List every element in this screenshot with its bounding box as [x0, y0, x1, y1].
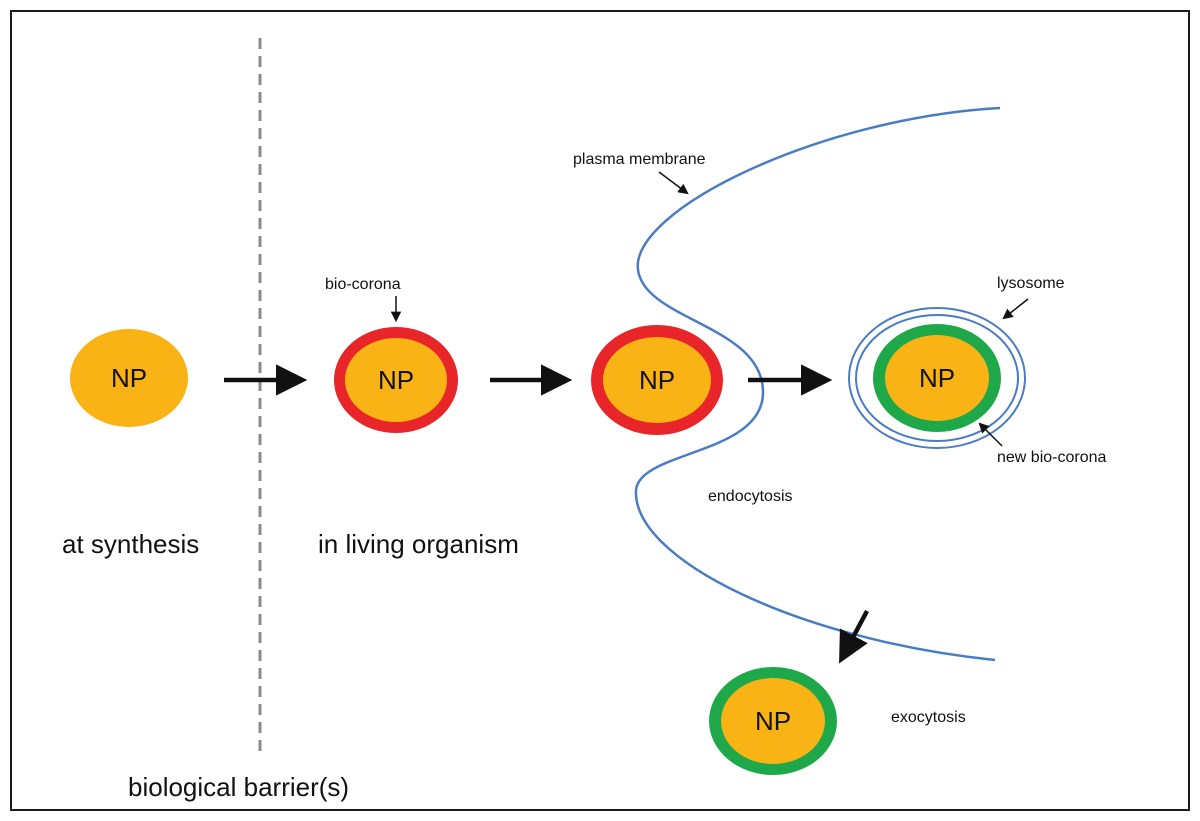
lysosome-membrane-outer: [848, 307, 1026, 449]
np-label: NP: [111, 363, 147, 393]
np-label: NP: [639, 365, 675, 395]
biological-barriers-label: biological barrier(s): [128, 772, 349, 802]
np-bare: [70, 329, 188, 427]
np-core: [603, 337, 711, 423]
np-core: [345, 338, 447, 422]
np-label: NP: [378, 365, 414, 395]
pointer-lysosome: [1002, 298, 1029, 320]
np-core: [885, 335, 989, 421]
plasma-membrane-curve: [634, 106, 1001, 662]
pointer-plasma-membrane: [658, 171, 689, 195]
plasma-membrane-label: plasma membrane: [573, 151, 706, 168]
pointer-new-bio-corona: [978, 422, 1003, 447]
bio-corona-label: bio-corona: [325, 276, 401, 293]
exocytosis-label: exocytosis: [891, 709, 966, 726]
np-label: NP: [755, 706, 791, 736]
arrow-exocytosis: [839, 609, 869, 664]
new-bio-corona-label: new bio-corona: [997, 449, 1107, 466]
lysosome-label: lysosome: [997, 275, 1065, 292]
np-core: [721, 678, 825, 764]
endocytosis-label: endocytosis: [708, 488, 793, 505]
outer-frame: [10, 10, 1190, 811]
at-synthesis-label: at synthesis: [62, 529, 199, 559]
lysosome-membrane-inner: [855, 314, 1019, 442]
in-living-organism-label: in living organism: [318, 529, 519, 559]
np-label: NP: [919, 363, 955, 393]
